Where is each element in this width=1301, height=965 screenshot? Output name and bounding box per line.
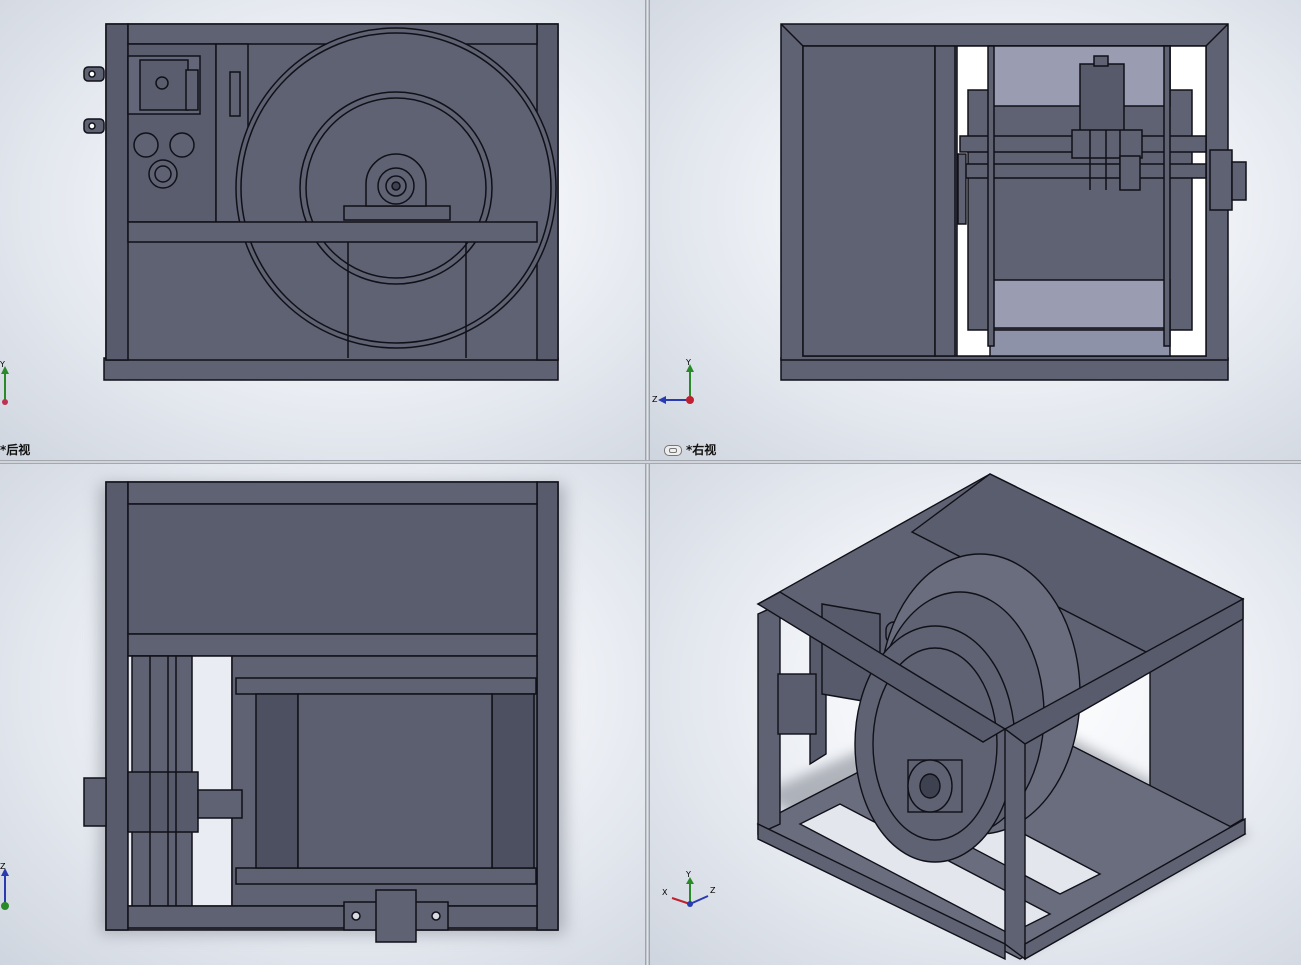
viewport-splitter-horizontal[interactable] bbox=[0, 460, 1301, 464]
view-label-right-text: *右视 bbox=[686, 443, 717, 457]
link-icon bbox=[664, 445, 682, 456]
back-view-model bbox=[83, 23, 559, 381]
viewport-splitter-vertical[interactable] bbox=[645, 0, 650, 965]
viewport-bottom-view[interactable]: Z bbox=[0, 464, 645, 965]
bottom-view-model bbox=[83, 481, 565, 943]
view-label-right: *右视 bbox=[664, 441, 716, 458]
axis-z-label: Z bbox=[0, 862, 6, 871]
viewport-right-view[interactable]: Y Z *右视 bbox=[650, 0, 1301, 460]
axis-z-label: Z bbox=[652, 395, 658, 404]
isometric-view-model bbox=[756, 473, 1250, 961]
viewport-back-view[interactable]: Y *后视 bbox=[0, 0, 645, 460]
right-view-model bbox=[780, 23, 1247, 381]
axis-y-label: Y bbox=[686, 358, 691, 367]
axis-y-label: Y bbox=[686, 870, 691, 879]
axis-z-label: Z bbox=[710, 886, 716, 895]
viewport-isometric-view[interactable]: X Y Z bbox=[650, 464, 1301, 965]
axis-x-label: X bbox=[662, 888, 668, 897]
axis-y-label: Y bbox=[0, 360, 5, 369]
view-label-back: *后视 bbox=[0, 443, 31, 457]
